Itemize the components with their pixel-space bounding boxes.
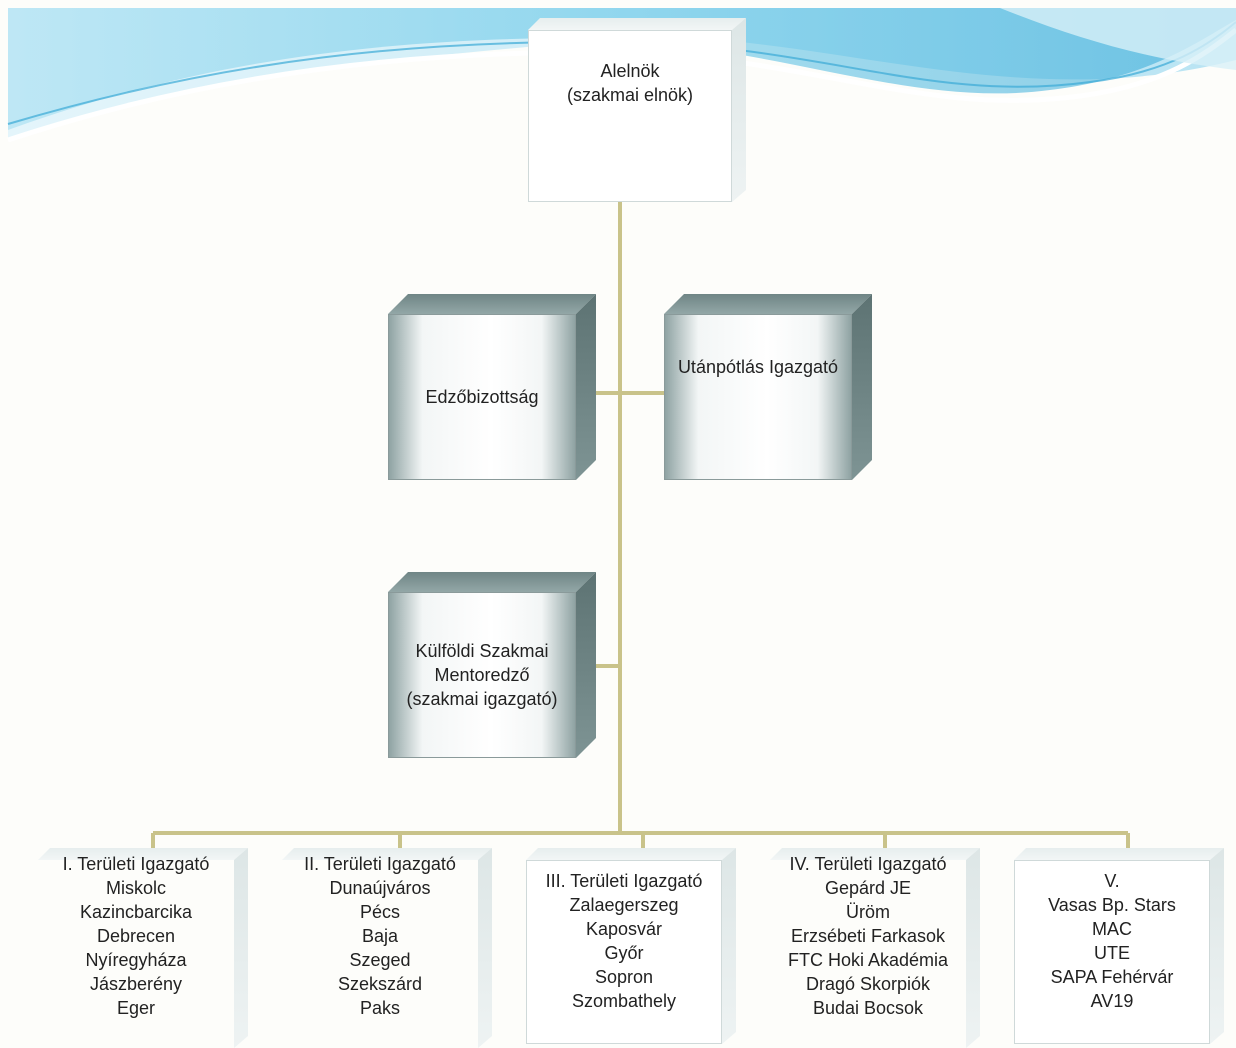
node-kulfoldi-text-line-2: Mentoredző [434,665,530,685]
node-kulfoldi-text-line-3: (szakmai igazgató) [406,689,558,709]
region-node-5-text-line-6: AV19 [1090,991,1134,1011]
region-node-1-text-line-4: Debrecen [96,926,176,946]
root-node-text-line-2: (szakmai elnök) [566,85,694,105]
region-node-2-text-line-3: Pécs [359,902,401,922]
node-edzobizottsag-text-line-1: Edzőbizottság [425,387,539,407]
region-node-5-text-line-2: Vasas Bp. Stars [1048,895,1176,915]
region-node-3-text-line-5: Sopron [594,967,654,987]
root-node-alelnok: Alelnök (szakmai elnök) [528,18,746,202]
region-node-4-text-line-4: Erzsébeti Farkasok [790,926,946,946]
region-node-2-text-line-6: Szekszárd [337,974,423,994]
node-utanpotlas-text-line-1: Utánpótlás Igazgató [677,357,839,377]
node-utanpotlas-igazgato: Utánpótlás Igazgató [664,294,872,480]
region-node-3-text-line-3: Kaposvár [585,919,663,939]
region-node-2-text-line-1: II. Területi Igazgató [304,854,456,874]
root-node-text-line-1: Alelnök [600,61,660,81]
region-node-5-text-line-4: UTE [1094,943,1130,963]
region-node-5-text-line-1: V. [1104,871,1120,891]
region-node-4-text-line-7: Budai Bocsok [812,998,924,1018]
region-node-2-text-line-7: Paks [359,998,401,1018]
region-node-1-text-line-7: Eger [116,998,156,1018]
region-node-5-text-line-3: MAC [1092,919,1132,939]
region-node-4-text-line-1: IV. Területi Igazgató [789,854,947,874]
region-node-4-text-line-3: Üröm [846,902,890,922]
region-node-2-text-line-4: Baja [361,926,399,946]
node-edzobizottsag-text: Edzőbizottság [388,314,576,480]
node-utanpotlas-text: Utánpótlás Igazgató [664,314,852,480]
region-node-1-text-line-5: Nyíregyháza [85,950,187,970]
region-node-3-text-line-4: Győr [604,943,644,963]
root-node-text: Alelnök (szakmai elnök) [528,30,732,202]
region-node-5-text-line-5: SAPA Fehérvár [1050,967,1174,987]
region-node-3-text-line-1: III. Területi Igazgató [545,871,703,891]
region-node-1-text-line-3: Kazincbarcika [79,902,193,922]
region-node-1-text-line-6: Jászberény [89,974,183,994]
region-node-4-text-line-2: Gepárd JE [824,878,912,898]
region-node-1-text-line-1: I. Területi Igazgató [62,854,210,874]
region-node-2-text-line-2: Dunaújváros [329,878,431,898]
region-node-3-text-line-2: Zalaegerszeg [569,895,679,915]
region-node-1-text-line-2: Miskolc [105,878,166,898]
node-kulfoldi-text-line-1: Külföldi Szakmai [415,641,549,661]
region-node-2-text-line-5: Szeged [349,950,411,970]
region-node-3-text-line-6: Szombathely [571,991,677,1011]
region-node-4-text-line-6: Dragó Skorpiók [805,974,931,994]
node-edzobizottsag: Edzőbizottság [388,294,596,480]
region-node-4-text-line-5: FTC Hoki Akadémia [787,950,949,970]
